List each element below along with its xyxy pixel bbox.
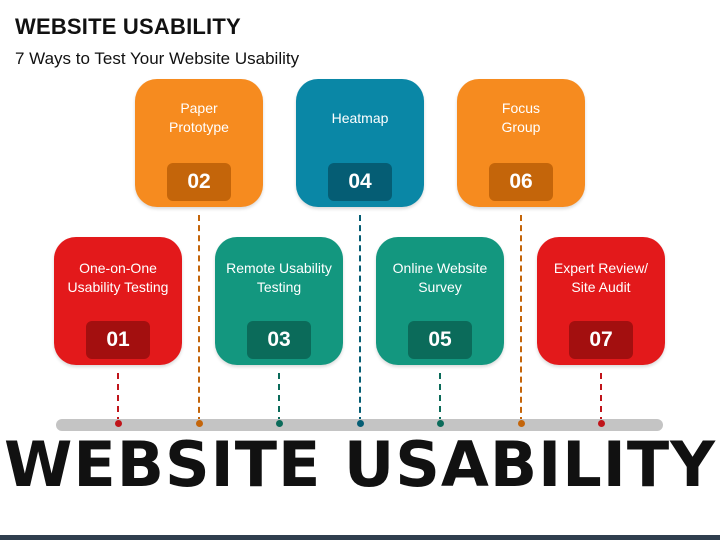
step-label: Remote Usability Testing [226, 260, 332, 295]
timeline-dot [275, 419, 283, 427]
step-card-04: Heatmap 04 [296, 79, 424, 207]
page-subtitle: 7 Ways to Test Your Website Usability [15, 49, 300, 68]
step-label: Heatmap [331, 109, 389, 126]
step-connector [439, 373, 441, 423]
timeline-dot [195, 419, 203, 427]
step-number: 06 [489, 163, 553, 201]
step-label: Paper Prototype [169, 100, 229, 135]
page-title: WEBSITE USABILITY [15, 14, 241, 39]
step-number: 02 [167, 163, 231, 201]
timeline-dot [597, 419, 605, 427]
step-connector [600, 373, 602, 423]
step-label: One-on-One Usability Testing [67, 260, 169, 295]
timeline-dot [517, 419, 525, 427]
step-connector [117, 373, 119, 423]
step-number: 03 [247, 321, 311, 359]
step-card-03: Remote Usability Testing 03 [215, 237, 343, 365]
step-number: 05 [408, 321, 472, 359]
step-label: Focus Group [501, 100, 541, 135]
step-card-06: Focus Group 06 [457, 79, 585, 207]
step-connector [520, 215, 522, 423]
step-connector [359, 215, 361, 423]
timeline-dot [436, 419, 444, 427]
step-connector [198, 215, 200, 423]
step-number: 04 [328, 163, 392, 201]
step-card-05: Online Website Survey 05 [376, 237, 504, 365]
step-card-07: Expert Review/ Site Audit 07 [537, 237, 665, 365]
step-card-01: One-on-One Usability Testing 01 [54, 237, 182, 365]
timeline-dot [356, 419, 364, 427]
step-label: Online Website Survey [392, 260, 488, 295]
step-connector [278, 373, 280, 423]
step-label: Expert Review/ Site Audit [553, 260, 649, 295]
bottom-accent-bar [0, 535, 720, 540]
footer-title: WEBSITE USABILITY [3, 428, 717, 501]
step-card-02: Paper Prototype 02 [135, 79, 263, 207]
timeline-dot [114, 419, 122, 427]
step-number: 01 [86, 321, 150, 359]
step-number: 07 [569, 321, 633, 359]
